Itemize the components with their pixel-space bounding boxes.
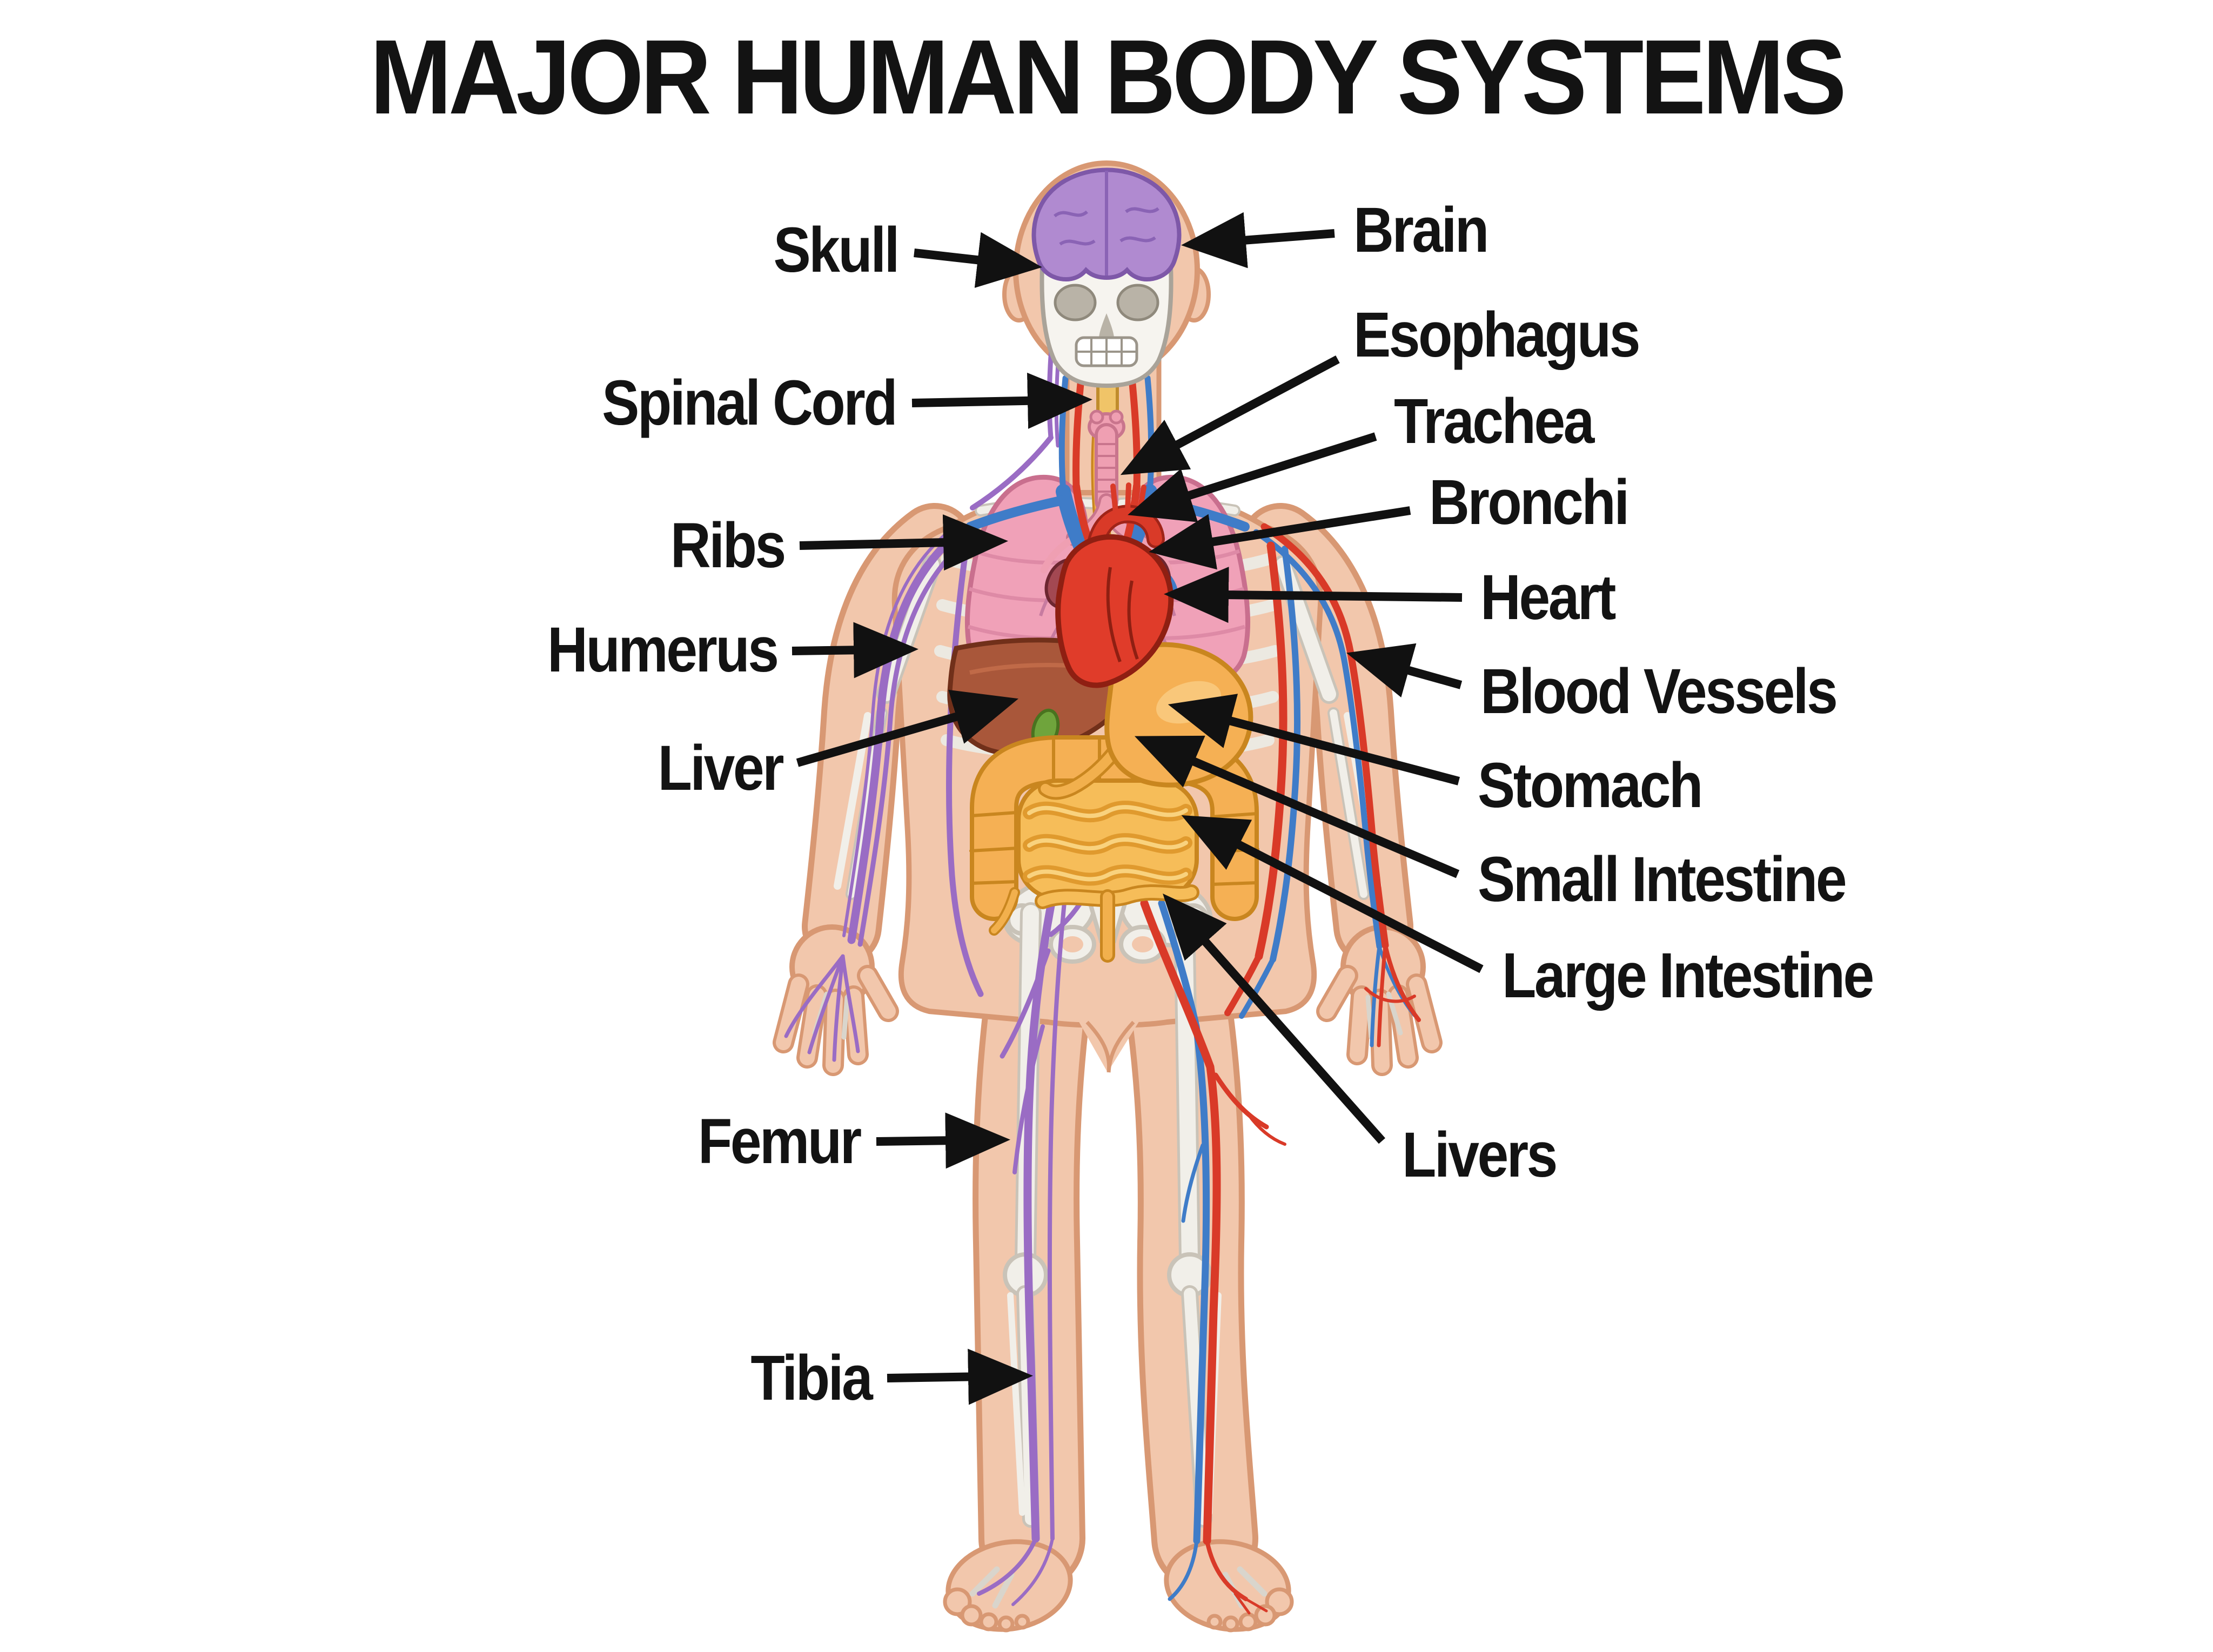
arrow-small-intestine <box>1134 735 1460 878</box>
arrow-brain <box>1181 212 1335 268</box>
label-spinal-cord: Spinal Cord <box>602 367 897 439</box>
arrow-esophagus <box>1120 355 1340 475</box>
rectum <box>989 887 1115 963</box>
label-brain: Brain <box>1353 194 1489 266</box>
label-femur: Femur <box>698 1106 862 1177</box>
label-small-intestine: Small Intestine <box>1478 844 1847 915</box>
arrow-large-intestine <box>1181 815 1484 973</box>
label-tibia: Tibia <box>750 1342 873 1414</box>
small-intestine <box>1016 778 1199 909</box>
arrow-spinal-cord <box>911 372 1092 429</box>
arrow-trachea <box>1128 432 1377 522</box>
label-ribs: Ribs <box>670 510 786 581</box>
arrow-skull <box>914 232 1042 288</box>
arrow-blood-vessels <box>1346 643 1463 697</box>
label-bronchi: Bronchi <box>1429 467 1629 538</box>
arrow-femur <box>876 1112 1010 1169</box>
arrow-heart <box>1164 567 1463 623</box>
arrow-ribs <box>799 514 1008 571</box>
brain-gyri <box>1053 171 1159 276</box>
arrow-livers <box>1163 894 1385 1144</box>
blood-vessels <box>1260 523 1389 949</box>
heart-group <box>1044 482 1177 688</box>
label-blood-vessels: Blood Vessels <box>1480 656 1838 727</box>
label-esophagus: Esophagus <box>1353 299 1641 371</box>
eye-socket-right <box>1116 284 1159 321</box>
head-detail <box>1031 167 1182 388</box>
arrow-tibia <box>887 1348 1033 1405</box>
label-liver: Liver <box>658 733 784 804</box>
nervous-system <box>784 321 1093 1606</box>
eye-socket-left <box>1054 284 1097 321</box>
label-humerus: Humerus <box>547 614 779 686</box>
label-skull: Skull <box>773 214 900 286</box>
callout-arrows <box>792 212 1484 1405</box>
label-large-intestine: Large Intestine <box>1502 940 1874 1011</box>
label-trachea: Trachea <box>1394 386 1594 457</box>
arrow-bronchi <box>1149 506 1411 570</box>
label-heart: Heart <box>1480 562 1616 633</box>
arrow-humerus <box>792 622 918 679</box>
teeth <box>1075 336 1138 367</box>
label-stomach: Stomach <box>1478 750 1703 821</box>
label-livers: Livers <box>1402 1119 1558 1191</box>
arrow-stomach <box>1168 694 1460 785</box>
heart <box>1055 534 1174 688</box>
arrow-liver <box>796 689 1019 767</box>
toes <box>943 1587 1294 1633</box>
page-title: MAJOR HUMAN BODY SYSTEMS <box>370 18 1847 136</box>
digestive-system <box>947 637 1259 963</box>
